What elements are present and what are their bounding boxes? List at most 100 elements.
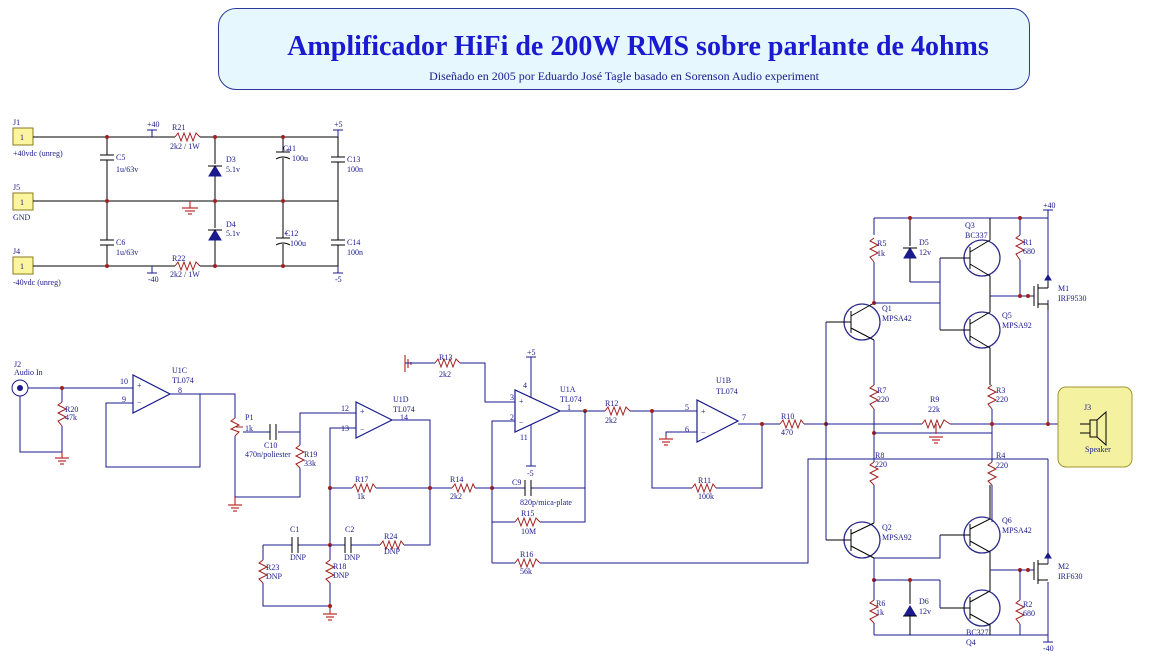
- svg-text:33k: 33k: [304, 459, 316, 468]
- transistor-q6[interactable]: Q6 MPSA42: [940, 485, 1032, 570]
- resistor-r11[interactable]: R11 100k: [691, 476, 717, 501]
- resistor-r7[interactable]: R7 220: [868, 384, 889, 410]
- svg-text:5: 5: [685, 403, 689, 412]
- svg-text:R1: R1: [1023, 238, 1032, 247]
- svg-text:2k2 / 1W: 2k2 / 1W: [170, 142, 200, 151]
- capacitor-c6[interactable]: C6 1u/63v: [100, 201, 138, 266]
- svg-text:C1: C1: [290, 525, 299, 534]
- mosfet-m1[interactable]: M1 IRF9530: [1033, 274, 1086, 310]
- svg-text:R13: R13: [439, 353, 452, 362]
- svg-text:+: +: [286, 145, 291, 154]
- svg-text:100u: 100u: [290, 239, 306, 248]
- power-supply-section: 1 J1 +40vdc (unreg) 1 J5 GND 1 J4 -40vdc…: [12, 118, 363, 287]
- resistor-r6[interactable]: R6 1k: [868, 599, 885, 624]
- svg-text:U1B: U1B: [716, 376, 731, 385]
- resistor-r2[interactable]: R2 680: [1014, 570, 1035, 635]
- svg-text:R16: R16: [520, 550, 533, 559]
- resistor-r3[interactable]: R3 220: [986, 384, 1008, 410]
- opamp-u1a[interactable]: +− 3 2 1 4 11 U1A TL074: [510, 381, 582, 442]
- resistor-r13[interactable]: R13 2k2: [434, 353, 461, 379]
- svg-text:J5: J5: [13, 183, 20, 192]
- svg-text:100u: 100u: [292, 154, 308, 163]
- svg-text:Q3: Q3: [965, 221, 975, 230]
- resistor-r22[interactable]: R22 2k2 / 1W: [170, 254, 201, 279]
- resistor-r21[interactable]: R21 2k2 / 1W: [170, 123, 201, 151]
- resistor-r10[interactable]: R10 470: [779, 412, 805, 437]
- capacitor-c5[interactable]: C5 1u/63v: [100, 137, 138, 201]
- svg-text:R11: R11: [698, 476, 711, 485]
- resistor-r4[interactable]: R4 220: [986, 451, 1008, 486]
- capacitor-c2[interactable]: C2 DNP: [344, 525, 361, 562]
- svg-text:GND: GND: [13, 213, 31, 222]
- svg-text:4: 4: [523, 381, 527, 390]
- resistor-r5[interactable]: R5 1k: [868, 237, 886, 263]
- svg-text:R19: R19: [304, 450, 317, 459]
- resistor-r24[interactable]: R24 DNP: [379, 532, 405, 556]
- resistor-r23[interactable]: R23 DNP: [257, 559, 283, 584]
- capacitor-c1[interactable]: C1 DNP: [290, 525, 307, 562]
- transistor-q3[interactable]: Q3 BC337: [940, 218, 1001, 296]
- svg-text:Q5: Q5: [1002, 311, 1012, 320]
- svg-text:M2: M2: [1058, 562, 1069, 571]
- zener-diode-d3[interactable]: D3 5.1v: [208, 137, 240, 201]
- svg-text:+: +: [137, 381, 142, 390]
- svg-text:D3: D3: [226, 155, 236, 164]
- svg-text:−: −: [519, 418, 524, 427]
- svg-text:1k: 1k: [877, 249, 885, 258]
- svg-text:R14: R14: [450, 475, 463, 484]
- svg-text:1k: 1k: [876, 608, 884, 617]
- ground-symbol: [182, 201, 198, 215]
- transistor-q1[interactable]: Q1 MPSA42: [826, 302, 912, 341]
- resistor-r14[interactable]: R14 2k2: [450, 475, 476, 501]
- capacitor-c13[interactable]: C13 100n: [331, 137, 363, 201]
- svg-text:TL074: TL074: [560, 395, 582, 404]
- svg-text:M1: M1: [1058, 284, 1069, 293]
- opamp-u1c[interactable]: +− 10 9 8 U1C TL074: [120, 366, 194, 414]
- resistor-r16[interactable]: R16 56k: [514, 550, 541, 576]
- capacitor-c14[interactable]: C14 100n: [331, 201, 363, 266]
- connector-j4[interactable]: 1 J4 -40vdc (unreg): [12, 247, 61, 287]
- svg-text:12: 12: [341, 404, 349, 413]
- resistor-r19[interactable]: R19 33k: [294, 444, 317, 469]
- transistor-q5[interactable]: Q5 MPSA92: [940, 296, 1032, 385]
- resistor-r18[interactable]: R18 DNP: [324, 559, 350, 584]
- rail-label-m40-out: -40: [1043, 644, 1054, 653]
- svg-text:Q1: Q1: [882, 304, 892, 313]
- transistor-q4[interactable]: BC327 Q4: [940, 570, 1001, 647]
- resistor-r1[interactable]: R1 680: [1014, 218, 1035, 296]
- svg-text:2k2 / 1W: 2k2 / 1W: [170, 270, 200, 279]
- svg-text:22k: 22k: [928, 405, 940, 414]
- resistor-r12[interactable]: R12 2k2: [604, 399, 631, 425]
- connector-j2-audio-in[interactable]: J2 Audio In: [11, 360, 43, 397]
- zener-diode-d6[interactable]: D6 12v: [903, 580, 931, 635]
- resistor-r17[interactable]: R17 1k: [351, 475, 377, 501]
- svg-text:R23: R23: [266, 563, 279, 572]
- speaker-j3[interactable]: J3 Speaker: [1057, 386, 1133, 468]
- svg-text:1k: 1k: [357, 492, 365, 501]
- svg-text:2k2: 2k2: [439, 370, 451, 379]
- resistor-r15[interactable]: R15 10M: [514, 509, 541, 536]
- mosfet-m2[interactable]: M2 IRF630: [1033, 552, 1082, 584]
- title-block: Amplificador HiFi de 200W RMS sobre parl…: [218, 8, 1030, 90]
- resistor-r20[interactable]: R20 47k: [56, 401, 78, 427]
- capacitor-c10[interactable]: C10 470n/poliester: [245, 424, 291, 459]
- svg-text:R10: R10: [781, 412, 794, 421]
- transistor-q2[interactable]: Q2 MPSA92: [826, 521, 912, 559]
- svg-text:TL074: TL074: [716, 387, 738, 396]
- connector-j5[interactable]: 1 J5 GND: [12, 183, 34, 222]
- resistor-r9[interactable]: R9 22k: [921, 395, 951, 430]
- connector-j1[interactable]: 1 J1 +40vdc (unreg): [12, 118, 63, 158]
- opamp-u1d[interactable]: +− 12 13 14 U1D TL074: [341, 395, 415, 439]
- capacitor-c9[interactable]: C9 820p/mica-plate: [512, 478, 572, 507]
- svg-text:1: 1: [20, 262, 24, 271]
- svg-text:100n: 100n: [347, 248, 363, 257]
- capacitor-c12[interactable]: C12 100u +: [275, 201, 306, 266]
- potentiometer-p1[interactable]: P1 1k: [229, 413, 253, 437]
- capacitor-c11[interactable]: C11 100u +: [275, 137, 308, 201]
- svg-text:470: 470: [781, 428, 793, 437]
- zener-diode-d5[interactable]: D5 12v: [903, 218, 931, 282]
- svg-text:-40vdc (unreg): -40vdc (unreg): [13, 278, 61, 287]
- opamp-u1b[interactable]: +− 5 6 7 U1B TL074: [685, 376, 746, 443]
- zener-diode-d4[interactable]: D4 5.1v: [208, 201, 240, 266]
- resistor-r8[interactable]: R8 220: [868, 451, 887, 486]
